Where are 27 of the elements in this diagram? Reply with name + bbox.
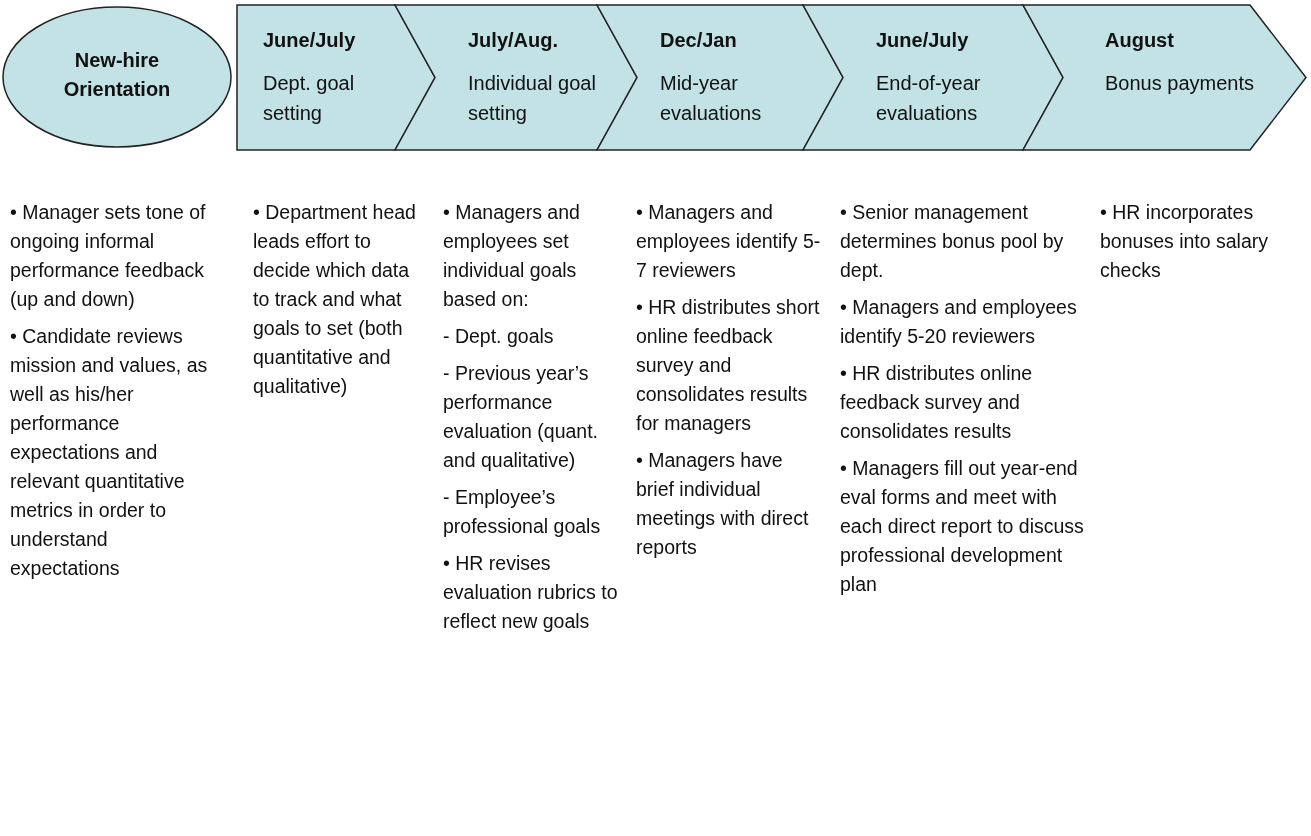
stage-label: Dept. goal setting xyxy=(263,71,356,126)
date-label: June/July xyxy=(876,28,970,53)
bullet-text: - Employee’s professional goals xyxy=(443,485,602,539)
bullet-text: • HR incorporates bonuses into salary checks xyxy=(1100,200,1270,283)
stage-label: End-of-year evaluations xyxy=(876,71,982,126)
bullet-text: • Manager sets tone of ongoing informal performance feedback (up and down) xyxy=(10,200,207,312)
date-label: August xyxy=(1105,28,1175,53)
bullet-text: • HR distributes online feedback survey and consolidates results xyxy=(840,361,1034,444)
bullet-text: • Managers and employees identify 5-7 reviewers xyxy=(636,200,821,283)
bullet-text: • Managers and employees identify 5-20 reviewers xyxy=(840,295,1078,349)
date-label: June/July xyxy=(263,28,357,53)
bullet-text: • Candidate reviews mission and values, as well as his/her performance expectations and relevant quantitative metrics in order to understand expectations xyxy=(10,324,209,581)
date-label: July/Aug. xyxy=(468,28,559,53)
bullet-text: - Previous year’s performance evaluation (quant. and qualitative) xyxy=(443,361,600,473)
stage-label: Bonus payments xyxy=(1105,71,1255,96)
stage-label: Mid-year evaluations xyxy=(660,71,763,126)
bullet-text: • Department head leads effort to decide which data to track and what goals to set (both quantitative and qualitative) xyxy=(253,200,417,399)
bullet-text: • HR distributes short online feedback survey and consolidates results for managers xyxy=(636,295,821,436)
stage-title: New-hire Orientation xyxy=(62,48,172,102)
bullet-text: • Senior management determines bonus pool by dept. xyxy=(840,200,1065,283)
date-label: Dec/Jan xyxy=(660,28,738,53)
stage-label: Individual goal setting xyxy=(468,71,597,126)
bullet-text: • Managers have brief individual meetings with direct reports xyxy=(636,448,810,560)
bullet-text: • Managers fill out year-end eval forms and meet with each direct report to discuss professional development plan xyxy=(840,456,1085,597)
bullet-text: • Managers and employees set individual goals based on: xyxy=(443,200,581,312)
bullet-text: - Dept. goals xyxy=(443,324,555,349)
bullet-text: • HR revises evaluation rubrics to reflect new goals xyxy=(443,551,618,634)
